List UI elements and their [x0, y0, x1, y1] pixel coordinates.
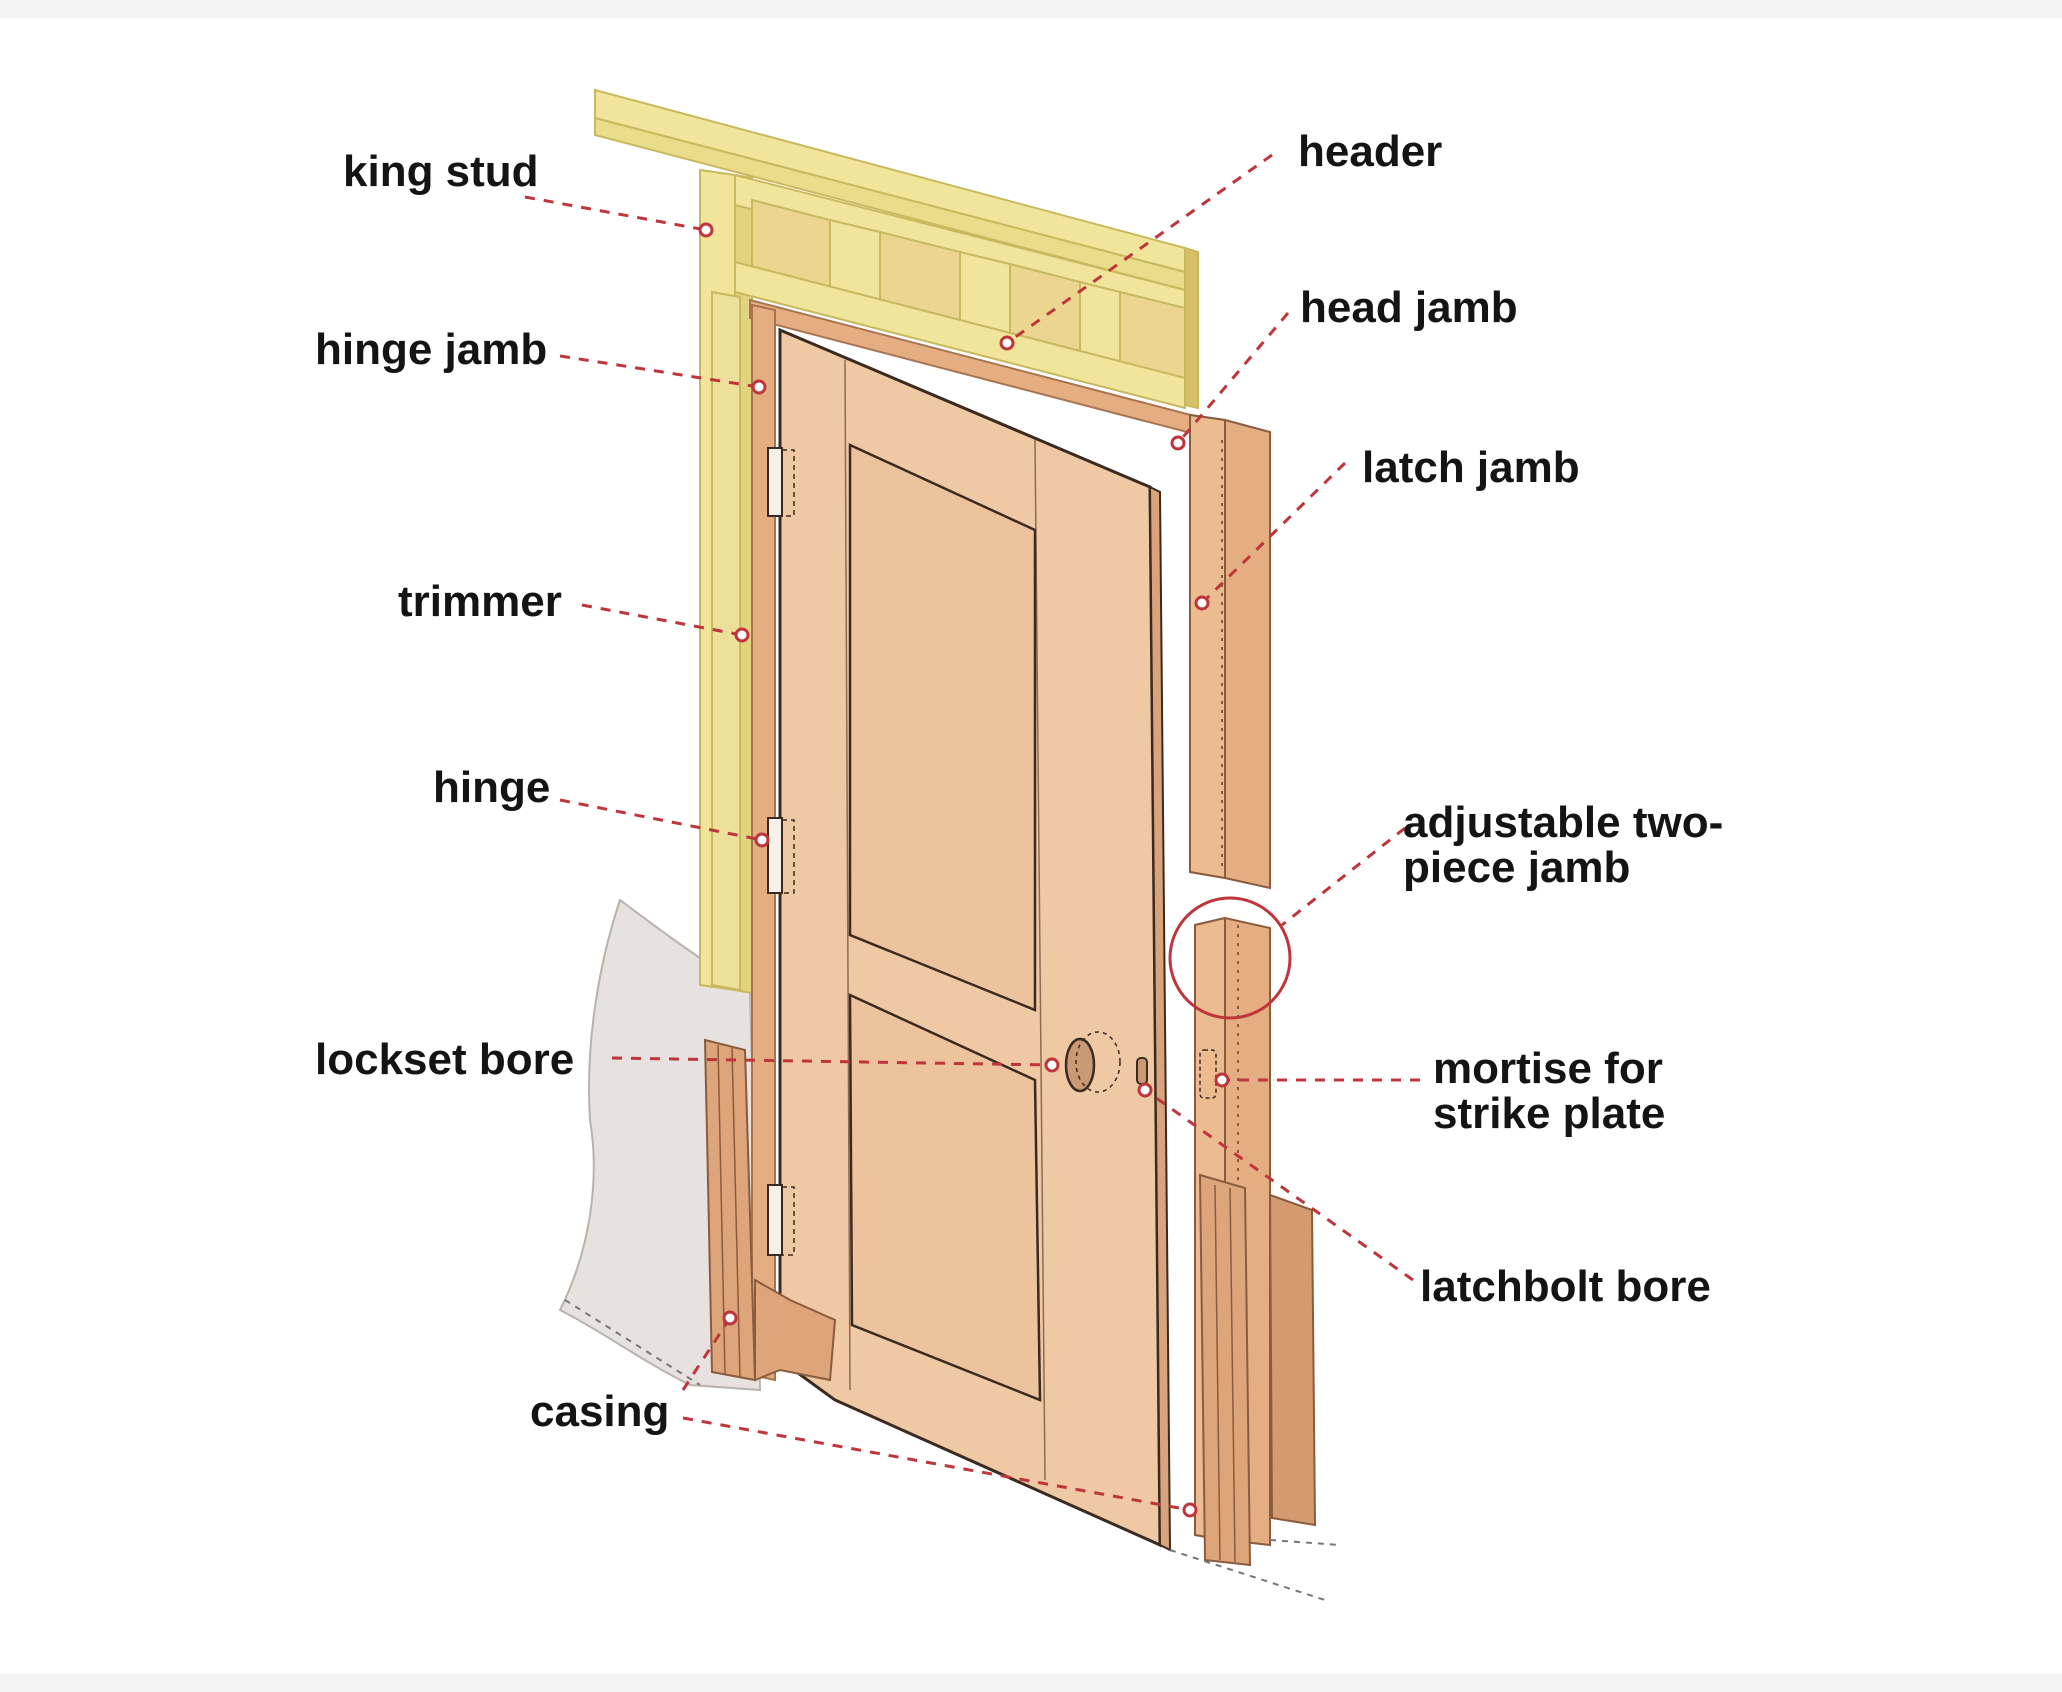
casing-left-return [754, 1278, 837, 1382]
trimmer-stud [711, 290, 741, 992]
label-latch-jamb: latch jamb [1362, 443, 1580, 492]
casing-right-back [1268, 1193, 1317, 1527]
label-mortise-line1: mortise for [1433, 1044, 1663, 1093]
door-stile-line [844, 359, 851, 1391]
label-header: header [1298, 127, 1442, 176]
hinges [767, 447, 783, 1256]
label-trimmer: trimmer [398, 577, 562, 626]
leader-lines [524, 153, 1420, 1512]
label-king-stud: king stud [343, 147, 539, 196]
label-latchbolt-bore: latchbolt bore [1420, 1262, 1711, 1311]
floor-line-left [564, 1299, 701, 1386]
door-lower-panel [848, 993, 1042, 1402]
latch-jamb-upper-face [1189, 413, 1226, 880]
label-adjustable-jamb-line1: adjustable two- [1403, 798, 1723, 847]
label-hinge-jamb: hinge jamb [315, 325, 547, 374]
strike-plate-mortise [1199, 1049, 1217, 1099]
label-mortise-line2: strike plate [1433, 1089, 1665, 1138]
callout-dots [698, 222, 1230, 1518]
casing-right [1198, 1173, 1252, 1567]
door-stile-line-right [1034, 439, 1046, 1481]
door-upper-panel [848, 443, 1037, 1012]
latchbolt-bore-hole [1136, 1057, 1148, 1085]
label-head-jamb: head jamb [1300, 283, 1518, 332]
label-casing: casing [530, 1387, 669, 1436]
label-hinge: hinge [433, 763, 550, 812]
header-lower-board [734, 260, 1186, 410]
label-lockset-bore: lockset bore [315, 1035, 574, 1084]
floor-line-right [1169, 1539, 1341, 1601]
adjustable-jamb-callout-circle [1168, 896, 1292, 1020]
header-end [1184, 246, 1199, 410]
lockset-bore-hole [1064, 1037, 1096, 1093]
label-adjustable-jamb-line2: piece jamb [1403, 843, 1630, 892]
